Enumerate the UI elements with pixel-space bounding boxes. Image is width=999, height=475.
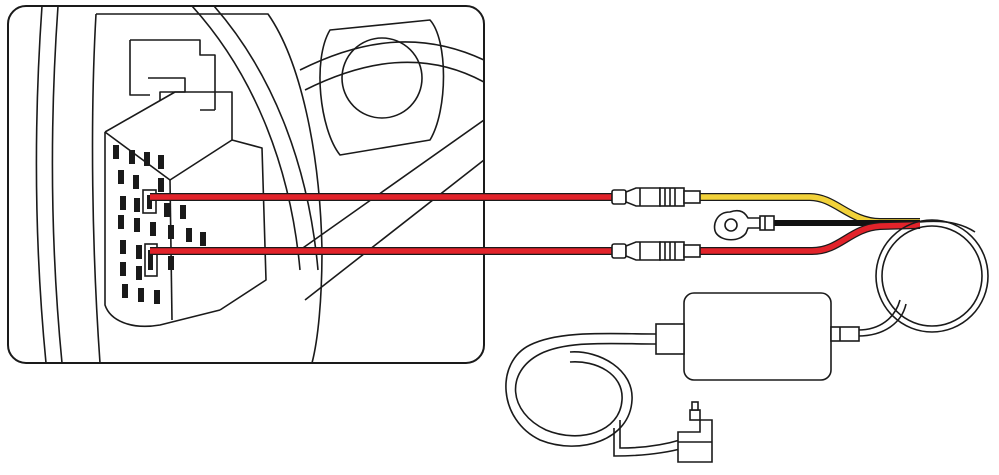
ground-ring-icon xyxy=(713,209,775,241)
add-a-fuse-upper xyxy=(611,187,701,207)
converter-box xyxy=(655,292,860,381)
red-wire-merge xyxy=(700,221,921,255)
add-a-fuse-lower xyxy=(611,241,701,261)
cable-coil-right xyxy=(875,219,989,333)
usb-right-angle-plug-icon xyxy=(677,401,713,463)
cable-to-converter-right xyxy=(857,299,907,337)
fuse-box-panel xyxy=(7,5,485,364)
fuse-slots xyxy=(113,145,206,304)
cable-coil-left xyxy=(505,332,685,457)
